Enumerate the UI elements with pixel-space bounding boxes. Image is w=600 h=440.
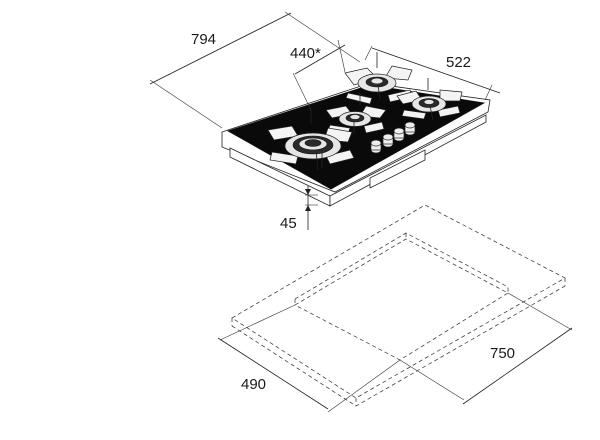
height-arrow-down-icon (305, 205, 311, 211)
hob-underbox (369, 149, 426, 189)
dim-794-label: 794 (191, 31, 216, 48)
gas-hob (221, 52, 491, 207)
knob-1-icon (370, 139, 382, 154)
depth-522-line (371, 47, 501, 94)
offset-440-line (294, 44, 346, 75)
height-arrow-up-icon (305, 189, 311, 195)
worktop-outline (231, 204, 566, 399)
knob-2-icon (382, 133, 394, 148)
dim-440-label: 440* (290, 45, 321, 62)
knob-4-icon (404, 121, 416, 136)
worktop-cutout (231, 204, 566, 407)
burner-rear-left (344, 52, 413, 105)
control-knobs (370, 121, 416, 154)
knob-3-icon (393, 127, 405, 142)
depth-490-line (217, 337, 329, 410)
hob-dimension-lines (149, 11, 501, 230)
burner-rear-right (396, 78, 463, 121)
width-750-line (462, 327, 573, 405)
dim-45-label: 45 (280, 215, 297, 232)
dim-490-label: 490 (241, 376, 266, 393)
cutout-dimension-lines (217, 292, 573, 413)
dim-522-label: 522 (446, 54, 471, 71)
burner-wok (267, 108, 355, 171)
dim-750-label: 750 (490, 345, 515, 362)
width-794-line (149, 12, 292, 85)
cutout-outline (294, 238, 509, 361)
